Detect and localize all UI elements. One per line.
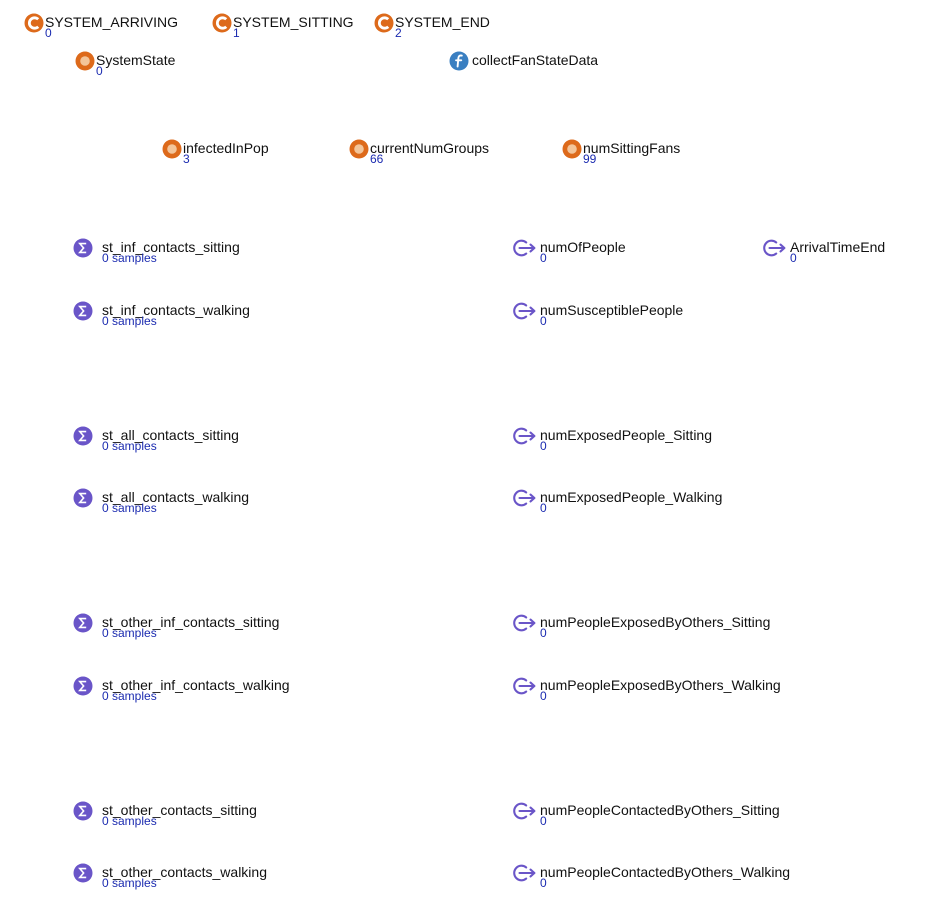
statistics-samples: 0 samples	[102, 251, 157, 265]
constant-icon	[24, 13, 44, 33]
constant-name: SYSTEM_ARRIVING	[45, 14, 179, 30]
output-value: 0	[540, 314, 547, 328]
statistics-name: st_inf_contacts_sitting	[102, 239, 240, 255]
output-icon	[511, 425, 537, 447]
output-name: numExposedPeople_Walking	[540, 489, 723, 505]
variable-value: 66	[370, 152, 384, 166]
output-value: 0	[540, 876, 547, 890]
output-name: numPeopleExposedByOthers_Walking	[540, 677, 781, 693]
statistics-name: st_other_contacts_walking	[102, 864, 267, 880]
statistics-name: st_all_contacts_walking	[102, 489, 250, 505]
variable-icon	[562, 139, 582, 159]
variable-value: 3	[183, 152, 190, 166]
output-value: 0	[540, 439, 547, 453]
statistics-samples: 0 samples	[102, 689, 157, 703]
output-icon	[511, 612, 537, 634]
output-name: numOfPeople	[540, 239, 626, 255]
statistics-name: st_all_contacts_sitting	[102, 427, 239, 443]
statistics-icon	[73, 238, 93, 258]
output-icon	[511, 675, 537, 697]
statistics-samples: 0 samples	[102, 314, 157, 328]
variable-icon	[162, 139, 182, 159]
constant-value: 0	[45, 26, 52, 40]
output-name: ArrivalTimeEnd	[790, 239, 886, 255]
statistics-icon	[73, 613, 93, 633]
output-name: numPeopleContactedByOthers_Sitting	[540, 802, 780, 818]
output-value: 0	[790, 251, 797, 265]
output-value: 0	[540, 251, 547, 265]
statistics-icon	[73, 676, 93, 696]
output-icon	[511, 862, 537, 884]
function-icon	[449, 51, 469, 71]
statistics-name: st_other_contacts_sitting	[102, 802, 257, 818]
variable-name: numSittingFans	[583, 140, 681, 156]
output-value: 0	[540, 689, 547, 703]
statistics-icon	[73, 801, 93, 821]
output-icon	[511, 800, 537, 822]
constant-name: SYSTEM_SITTING	[233, 14, 354, 30]
output-name: numExposedPeople_Sitting	[540, 427, 713, 443]
output-value: 0	[540, 626, 547, 640]
variable-icon	[75, 51, 95, 71]
statistics-samples: 0 samples	[102, 439, 157, 453]
output-value: 0	[540, 814, 547, 828]
statistics-name: st_other_inf_contacts_sitting	[102, 614, 280, 630]
output-value: 0	[540, 501, 547, 515]
constant-value: 1	[233, 26, 240, 40]
statistics-icon	[73, 488, 93, 508]
constant-icon	[212, 13, 232, 33]
statistics-samples: 0 samples	[102, 814, 157, 828]
output-icon	[761, 237, 787, 259]
output-icon	[511, 300, 537, 322]
variable-name: currentNumGroups	[370, 140, 490, 156]
statistics-samples: 0 samples	[102, 876, 157, 890]
statistics-samples: 0 samples	[102, 501, 157, 515]
statistics-icon	[73, 301, 93, 321]
statistics-icon	[73, 863, 93, 883]
variable-value: 0	[96, 64, 103, 78]
output-icon	[511, 237, 537, 259]
statistics-name: st_other_inf_contacts_walking	[102, 677, 290, 693]
statistics-icon	[73, 426, 93, 446]
output-name: numPeopleExposedByOthers_Sitting	[540, 614, 771, 630]
statistics-samples: 0 samples	[102, 626, 157, 640]
output-name: numPeopleContactedByOthers_Walking	[540, 864, 791, 880]
statistics-name: st_inf_contacts_walking	[102, 302, 250, 318]
constant-name: SYSTEM_END	[395, 14, 490, 30]
variable-name: SystemState	[96, 52, 176, 68]
function-name: collectFanStateData	[472, 52, 599, 68]
output-icon	[511, 487, 537, 509]
constant-icon	[374, 13, 394, 33]
output-name: numSusceptiblePeople	[540, 302, 684, 318]
variable-icon	[349, 139, 369, 159]
variable-value: 99	[583, 152, 597, 166]
variable-name: infectedInPop	[183, 140, 269, 156]
constant-value: 2	[395, 26, 402, 40]
